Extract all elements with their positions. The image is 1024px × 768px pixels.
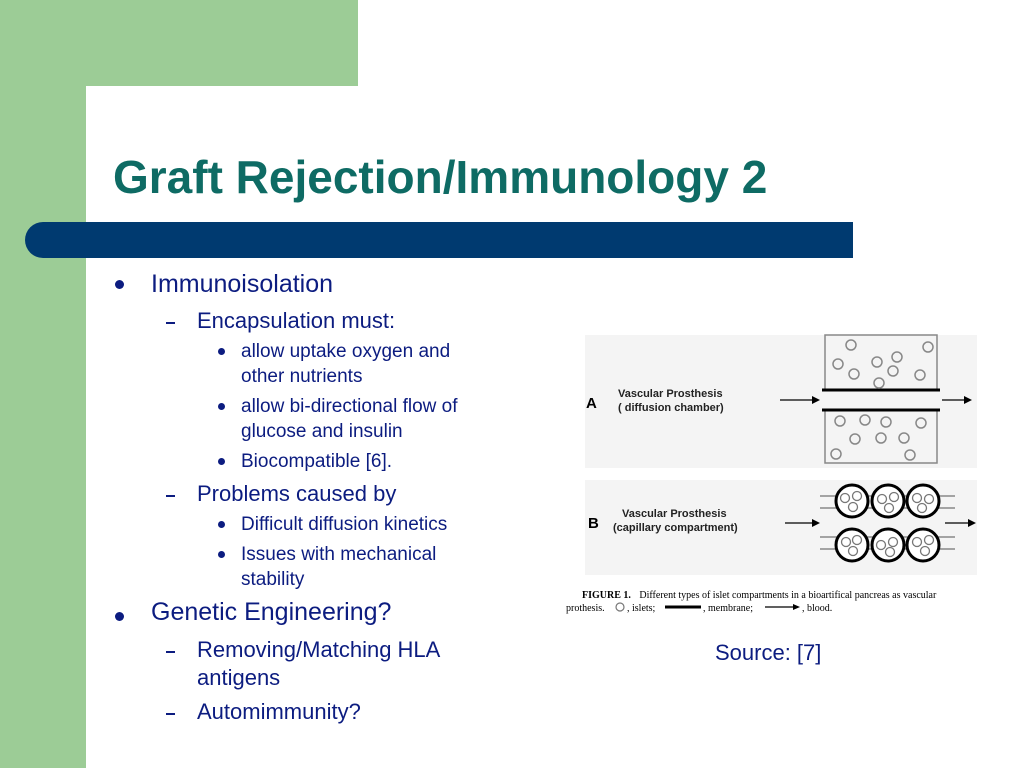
bullet-dot — [218, 551, 225, 558]
islet-legend-icon — [615, 602, 625, 612]
islet-compartment-figure: A Vascular Prosthesis ( diffusion chambe… — [566, 334, 977, 614]
source-citation: Source: [7] — [715, 640, 822, 665]
panel-a-title-line2: ( diffusion chamber) — [618, 402, 724, 414]
figure-caption-islets: , islets; — [627, 603, 656, 614]
panel-a-label: A — [586, 395, 597, 412]
bullet-mechanical-line2: stability — [241, 569, 305, 590]
blood-arrowhead-in-a — [812, 396, 820, 404]
bullet-biocompatible: Biocompatible [6]. — [241, 451, 393, 472]
panel-a-title-line1: Vascular Prosthesis — [618, 388, 723, 400]
panel-a-background — [585, 335, 977, 468]
islets-lower — [830, 414, 927, 461]
bullet-hla-line2: antigens — [197, 665, 281, 690]
bullet-autoimmunity: Automimmunity? — [197, 699, 361, 724]
bullet-flow-line1: allow bi-directional flow of — [241, 396, 458, 417]
bullet-dash — [166, 495, 175, 497]
figure-caption-line1: FIGURE 1. Different types of islet compa… — [582, 590, 937, 601]
bullet-dot — [115, 280, 124, 289]
panel-b-title-line2: (capillary compartment) — [613, 522, 738, 534]
accent-band-left — [0, 0, 86, 768]
figure-caption-text: Different types of islet compartments in… — [639, 590, 937, 601]
panel-b-label: B — [588, 515, 599, 532]
bullet-hla-line1: Removing/Matching HLA — [197, 637, 441, 662]
islets-in-capillaries — [839, 490, 935, 558]
islets-upper — [832, 339, 934, 389]
bullet-diffusion: Difficult diffusion kinetics — [241, 514, 448, 535]
bullet-dot — [218, 403, 225, 410]
bullet-dot — [218, 458, 225, 465]
bullet-dash — [166, 651, 175, 653]
figure-caption-membrane: , membrane; — [703, 603, 753, 614]
blood-legend-arrowhead — [793, 604, 800, 610]
bullet-dot — [115, 612, 124, 621]
blood-arrowhead-out-a — [964, 396, 972, 404]
figure-caption-blood: , blood. — [802, 603, 832, 614]
figure-caption-head: FIGURE 1. — [582, 590, 631, 601]
bullet-encapsulation: Encapsulation must: — [197, 308, 396, 333]
blood-arrowhead-out-b — [968, 519, 976, 527]
panel-b-title-line1: Vascular Prosthesis — [622, 508, 727, 520]
bullet-dot — [218, 348, 225, 355]
bullet-immunoisolation: Immunoisolation — [151, 270, 334, 298]
bullet-mechanical-line1: Issues with mechanical — [241, 544, 437, 565]
slide-title: Graft Rejection/Immunology 2 — [113, 151, 768, 203]
title-divider-bar — [25, 222, 853, 258]
bullet-dash — [166, 322, 175, 324]
bullet-flow-line2: glucose and insulin — [241, 421, 403, 442]
bullet-genetic: Genetic Engineering? — [151, 598, 392, 626]
bullet-uptake-line1: allow uptake oxygen and — [241, 341, 451, 362]
figure-caption-prothesis: prothesis. — [566, 603, 605, 614]
bullet-problems: Problems caused by — [197, 481, 397, 506]
bullet-uptake-line2: other nutrients — [241, 366, 363, 387]
blood-arrowhead-in-b — [812, 519, 820, 527]
bullet-dash — [166, 713, 175, 715]
bullet-dot — [218, 521, 225, 528]
